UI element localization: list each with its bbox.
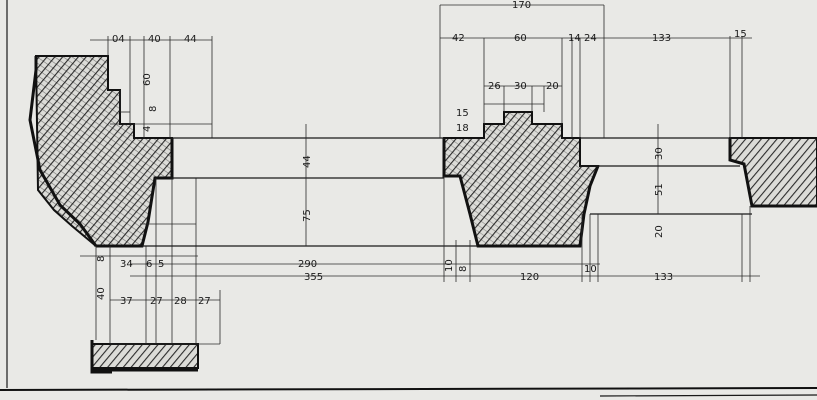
main-horizontal-lines	[130, 137, 760, 277]
dim-v-8-bottom: 8	[96, 256, 107, 262]
left-bottom-block	[90, 340, 199, 374]
dim-b-8: 8	[458, 266, 469, 272]
dim-b-5: 5	[158, 259, 164, 270]
dim-top-44: 44	[184, 34, 197, 45]
dim-top-60: 60	[514, 33, 527, 44]
dim-v-26: 26	[488, 81, 501, 92]
dimension-labels: 04 40 44 60 8 4 170 42 60 14 24 133 15 2…	[96, 0, 747, 307]
dim-top-14: 14	[568, 33, 581, 44]
dim-v-60: 60	[142, 73, 153, 86]
dim-b-27b: 27	[198, 296, 211, 307]
dim-b-34: 34	[120, 259, 133, 270]
dim-b-27a: 27	[150, 296, 163, 307]
dim-v-40: 40	[96, 287, 107, 300]
dim-b-290: 290	[298, 259, 317, 270]
dim-top-15: 15	[734, 29, 747, 40]
left-construction-lines	[80, 36, 221, 345]
right-section	[728, 137, 817, 208]
dim-b-37: 37	[120, 296, 133, 307]
dim-b-28: 28	[174, 296, 187, 307]
dim-v-15: 15	[456, 108, 469, 119]
dim-v-20-right: 20	[654, 225, 665, 238]
dim-top-42: 42	[452, 33, 465, 44]
middle-section	[442, 111, 600, 248]
dim-b-6: 6	[146, 259, 152, 270]
dim-top-170: 170	[512, 0, 531, 11]
dim-v-44: 44	[302, 155, 313, 168]
middle-construction-lines	[305, 4, 752, 282]
dim-b-355: 355	[304, 272, 323, 283]
dim-v-30-right: 30	[654, 147, 665, 160]
dim-v-75: 75	[302, 209, 313, 222]
dim-b-120: 120	[520, 272, 539, 283]
dim-v-18: 18	[456, 123, 469, 134]
dim-v-8: 8	[148, 106, 159, 112]
dim-v-30: 30	[514, 81, 527, 92]
dim-v-20: 20	[546, 81, 559, 92]
dim-top-24: 24	[584, 33, 597, 44]
dim-b-133: 133	[654, 272, 673, 283]
dim-top-133: 133	[652, 33, 671, 44]
dim-b-10: 10	[444, 259, 455, 272]
dim-b-10b: 10	[584, 264, 597, 275]
dim-v-51: 51	[654, 183, 665, 196]
dim-v-4: 4	[142, 126, 153, 132]
left-corner-section	[28, 55, 174, 248]
dim-top-04: 04	[112, 34, 125, 45]
dim-top-40: 40	[148, 34, 161, 45]
